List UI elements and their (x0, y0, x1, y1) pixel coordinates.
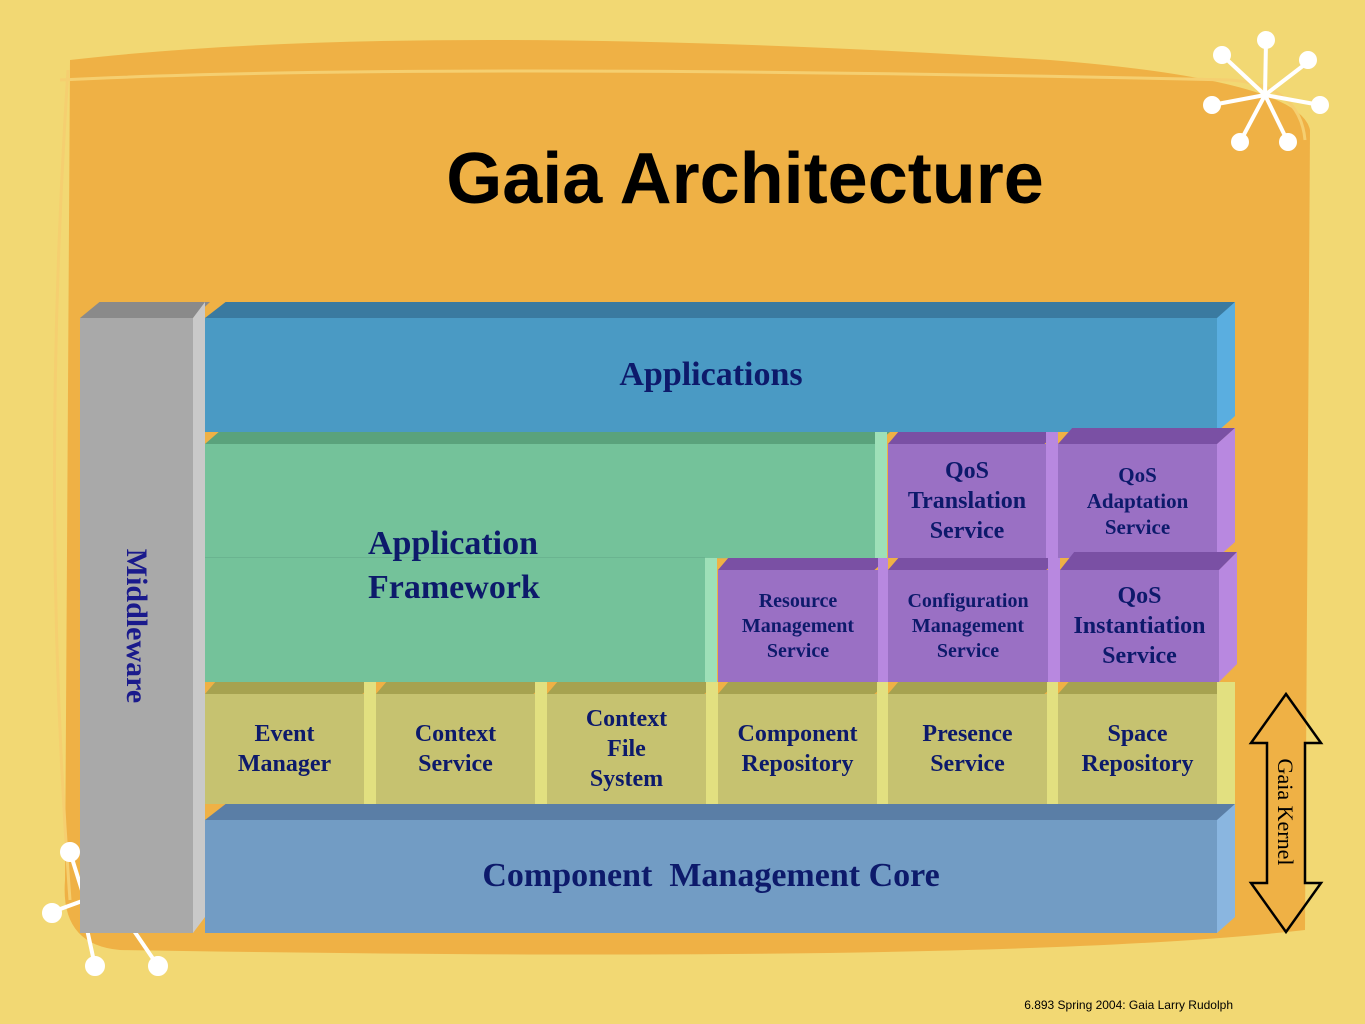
gaia-kernel-arrow-icon (1248, 691, 1324, 935)
component-repository-top (718, 682, 888, 694)
component-repository: Component Repository (718, 694, 877, 804)
context-service-side (535, 682, 547, 804)
qos-instantiation-side (1219, 552, 1237, 682)
qos-adaptation-service: QoS Adaptation Service (1058, 444, 1217, 558)
application-framework-label: Application Framework (368, 525, 540, 607)
component-repository-side (877, 682, 888, 804)
framework-top-edge (205, 432, 890, 444)
event-manager-top (205, 682, 376, 694)
panel-outline-left (52, 69, 72, 901)
resource-management-top (718, 558, 888, 570)
middleware-bar (80, 318, 193, 933)
qos-instantiation-top (1060, 552, 1237, 570)
footer-caption: 6.893 Spring 2004: Gaia Larry Rudolph (1024, 998, 1233, 1012)
space-repository-label: Space Repository (1081, 721, 1194, 777)
gaia-kernel-label: Gaia Kernel (1273, 758, 1298, 866)
qos-instantiation-service: QoS Instantiation Service (1060, 570, 1219, 682)
core-side-edge (1217, 804, 1235, 933)
configuration-management-top (888, 558, 1060, 570)
applications-layer: Applications (205, 318, 1217, 432)
space-repository: Space Repository (1058, 694, 1217, 804)
qos-translation-label: QoS Translation Service (907, 458, 1027, 544)
middleware-bar-top (80, 302, 210, 318)
page-title: Gaia Architecture (446, 139, 1044, 219)
context-file-system-top (547, 682, 718, 694)
starburst-icon (1203, 31, 1329, 151)
resource-management-label: Resource Management Service (741, 589, 855, 662)
presence-service-label: Presence Service (922, 721, 1013, 777)
context-file-system: Context File System (547, 694, 706, 804)
middleware-label: Middleware (120, 548, 153, 704)
component-management-core-label: Component Management Core (482, 857, 940, 895)
event-manager-side (364, 682, 376, 804)
qos-adaptation-label: QoS Adaptation Service (1086, 462, 1189, 540)
resource-management-side (878, 558, 888, 682)
middleware-bar-side (193, 302, 205, 933)
panel-outline (59, 69, 1307, 141)
presence-service-side (1047, 682, 1058, 804)
framework-divider (205, 557, 705, 558)
presence-service-top (888, 682, 1058, 694)
qos-translation-service: QoS Translation Service (888, 444, 1046, 558)
presence-service: Presence Service (888, 694, 1047, 804)
framework-side-edge-lower (705, 558, 717, 682)
context-service-label: Context Service (414, 721, 497, 777)
event-manager-label: Event Manager (237, 721, 332, 777)
space-repository-side (1217, 682, 1235, 804)
context-file-system-label: Context File System (585, 706, 668, 792)
applications-side-edge (1217, 302, 1235, 432)
starburst-icon-bottom (42, 842, 168, 976)
qos-translation-side (1046, 432, 1058, 558)
framework-side-edge-upper (875, 432, 887, 558)
configuration-management-side (1048, 558, 1060, 682)
qos-adaptation-top (1058, 428, 1235, 444)
core-top-edge (205, 804, 1235, 820)
qos-adaptation-side (1217, 428, 1235, 558)
applications-label: Applications (619, 355, 803, 393)
qos-translation-top (888, 432, 1058, 444)
applications-top-edge (205, 302, 1235, 318)
configuration-management-label: Configuration Management Service (907, 589, 1029, 662)
resource-management-service: Resource Management Service (718, 570, 878, 682)
context-service-top (376, 682, 547, 694)
event-manager: Event Manager (205, 694, 364, 804)
component-repository-label: Component Repository (737, 721, 858, 777)
context-file-system-side (706, 682, 718, 804)
component-management-core: Component Management Core (205, 820, 1217, 933)
configuration-management-service: Configuration Management Service (888, 570, 1048, 682)
space-repository-top (1058, 682, 1235, 694)
context-service: Context Service (376, 694, 535, 804)
qos-instantiation-label: QoS Instantiation Service (1073, 583, 1206, 669)
